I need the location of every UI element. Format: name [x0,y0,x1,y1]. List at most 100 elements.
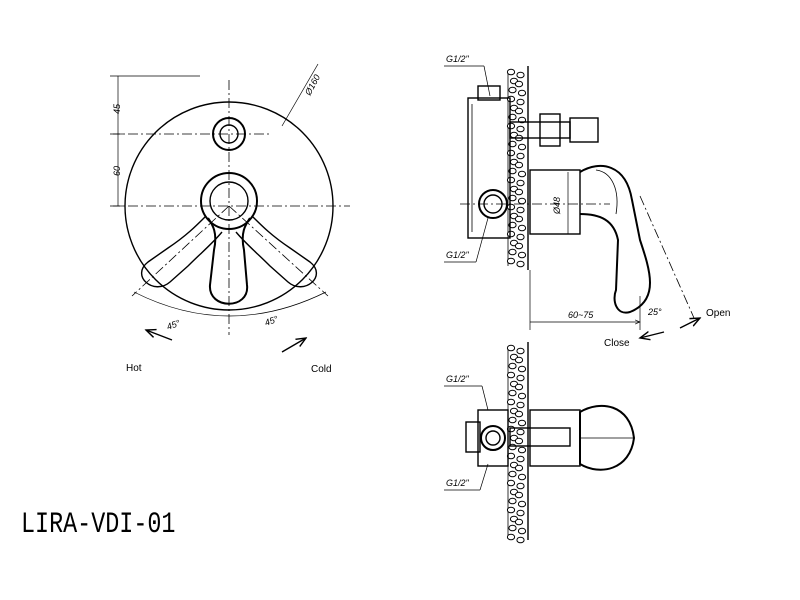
close-label: Close [604,338,630,349]
wall-stone [516,509,525,517]
wall-stone [516,536,525,544]
front-view: Ø160 45 60 45° 45° Hot Cold [110,63,350,375]
wall-stone [516,152,525,160]
lever-side [579,164,651,314]
lever-right [235,215,318,288]
wall-stone [508,86,517,94]
wall-stone [514,242,524,250]
wall-stone [514,491,524,499]
valve-body-top [477,409,509,467]
wall-stone [514,356,524,364]
front-dim-upper: 45 [112,103,122,114]
wall-stone [514,80,524,88]
lever-center [207,217,251,305]
angle-right-label: 45° [263,314,280,328]
wall-stone [517,197,527,205]
wall-stone [514,437,524,445]
wall-stone [508,362,517,370]
wall-stone [517,251,527,259]
wall-stone [506,398,516,406]
wall-stone [514,161,524,169]
side-diameter-label: Ø48 [552,197,562,215]
wall-stone [516,98,525,106]
close-arrow-icon [640,332,665,338]
wall-stone [506,68,516,76]
wall-stone [516,455,525,463]
hot-arrow-icon [146,330,173,341]
wall-stone [514,383,524,391]
wall-stone [506,203,516,211]
wall-stone [508,497,517,505]
wall-stone [508,416,517,424]
wall-stone [514,215,524,223]
side-thread-bottom: G1/2" [446,250,470,260]
wall-stone [506,344,516,352]
side-thread-top: G1/2" [446,54,470,64]
cold-label: Cold [311,364,332,375]
diverter-knob [212,117,246,151]
wall-stone [508,524,517,532]
wall-stone [506,122,516,130]
top-thread-bottom: G1/2" [446,478,470,488]
top-thread-top: G1/2" [446,374,470,384]
wall-stone [517,446,527,454]
wall-stone [516,374,525,382]
wall-stone [506,533,516,541]
wall-stone [508,248,517,256]
wall-stone [517,527,527,535]
wall-stone [506,506,516,514]
wall-stone [506,257,516,265]
wall-stone [506,371,516,379]
lever-left [140,215,223,288]
wall-stone [517,473,527,481]
wall-stone [516,71,525,79]
wall-stone [514,188,524,196]
wall-stone [517,89,527,97]
wall-stone [514,410,524,418]
wall-stone [516,179,525,187]
wall-stone [516,482,525,490]
valve-body [467,97,511,239]
wall-stone [516,206,525,214]
wall-stone [517,224,527,232]
front-dim-lower: 60 [112,166,122,176]
wall-stone [516,125,525,133]
wall-stone [506,230,516,238]
wall-stone [516,347,525,355]
wall-stone [516,260,525,268]
wall-stone [506,149,516,157]
top-view: G1/2" G1/2" [444,342,636,544]
cold-arrow-icon [281,338,306,353]
inlet-top-view [480,425,506,451]
wall-stone [514,518,524,526]
side-view: Ø48 G1/2" G1/2" 60~75 25° Open Close [444,54,730,349]
wall-stone [514,464,524,472]
open-label: Open [706,308,730,319]
tilt-angle-label: 25° [647,307,662,317]
diverter-stem [509,113,599,147]
open-arrow-icon [679,318,700,329]
angle-left-label: 45° [165,318,182,332]
wall-stone [508,389,517,397]
wall-stone [508,470,517,478]
wall-stone [517,419,527,427]
wall-stone [514,107,524,115]
handle-hub [200,172,258,230]
wall-stone [516,401,525,409]
wall-stone [517,500,527,508]
wall-stone [506,479,516,487]
wall-stone [517,365,527,373]
wall-section [506,66,529,270]
wall-stone [516,428,525,436]
wall-stone [517,392,527,400]
wall-stone [517,170,527,178]
depth-label: 60~75 [568,310,594,320]
hot-label: Hot [126,363,142,374]
wall-stone [517,143,527,151]
hub-side [529,169,581,235]
wall-stone [516,233,525,241]
wall-stone [506,176,516,184]
wall-stone [506,95,516,103]
model-code: LIRA-VDI-01 [21,508,176,542]
